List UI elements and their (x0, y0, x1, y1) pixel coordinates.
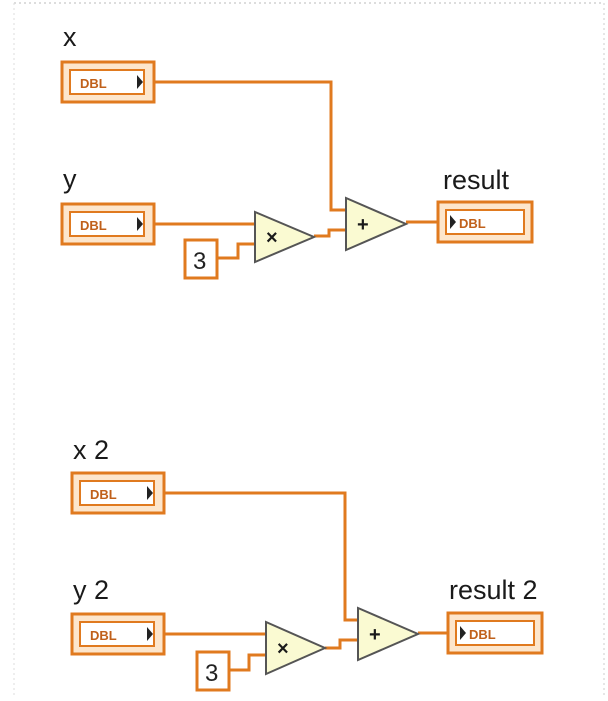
constant-3[interactable]: 3 (183, 238, 219, 280)
result-type-label: DBL (459, 216, 486, 231)
wire-x2-to-add (163, 491, 358, 622)
constant-3-2[interactable]: 3 (195, 650, 231, 692)
x2-control-terminal[interactable]: DBL (70, 471, 166, 515)
multiply-node[interactable]: × (254, 210, 317, 264)
constant-value-2: 3 (205, 660, 218, 687)
add-icon: + (357, 214, 369, 236)
y2-label: y 2 (73, 575, 109, 605)
wire-const2-to-multiply (229, 653, 266, 672)
x2-output-arrow-icon (147, 486, 153, 500)
multiply-icon: × (266, 227, 278, 249)
result2-indicator-terminal[interactable]: DBL (446, 611, 544, 655)
y2-control-terminal[interactable]: DBL (70, 612, 166, 656)
result-indicator-terminal[interactable]: DBL (436, 200, 534, 244)
add-node-2[interactable]: + (357, 606, 421, 662)
multiply-node-2[interactable]: × (265, 620, 328, 676)
result2-input-arrow-icon (460, 626, 466, 640)
y-output-arrow-icon (137, 217, 143, 231)
add-node[interactable]: + (345, 196, 409, 252)
add-icon-2: + (369, 624, 381, 646)
y2-output-arrow-icon (147, 627, 153, 641)
diagram-2: x 2 y 2 result 2 DBL DBL 3 × (70, 435, 544, 692)
result-input-arrow-icon (450, 215, 456, 229)
wire-x-to-add (152, 80, 346, 212)
result2-label: result 2 (449, 575, 538, 605)
result2-type-label: DBL (469, 627, 496, 642)
x-type-label: DBL (80, 76, 107, 91)
multiply-icon-2: × (277, 638, 289, 660)
x-label: x (63, 22, 77, 52)
diagram-1: x y result DBL DBL 3 × + (60, 22, 534, 280)
x-output-arrow-icon (137, 75, 143, 89)
wire-multiply2-to-add (325, 638, 358, 650)
result-label: result (443, 165, 510, 195)
y-label: y (63, 164, 77, 194)
wire-const-to-multiply (217, 242, 255, 260)
x2-type-label: DBL (90, 487, 117, 502)
y-type-label: DBL (80, 218, 107, 233)
x2-label: x 2 (73, 435, 109, 465)
constant-value: 3 (193, 248, 206, 275)
wire-multiply-to-add (314, 228, 346, 238)
y-control-terminal[interactable]: DBL (60, 202, 156, 246)
x-control-terminal[interactable]: DBL (60, 60, 156, 104)
y2-type-label: DBL (90, 628, 117, 643)
